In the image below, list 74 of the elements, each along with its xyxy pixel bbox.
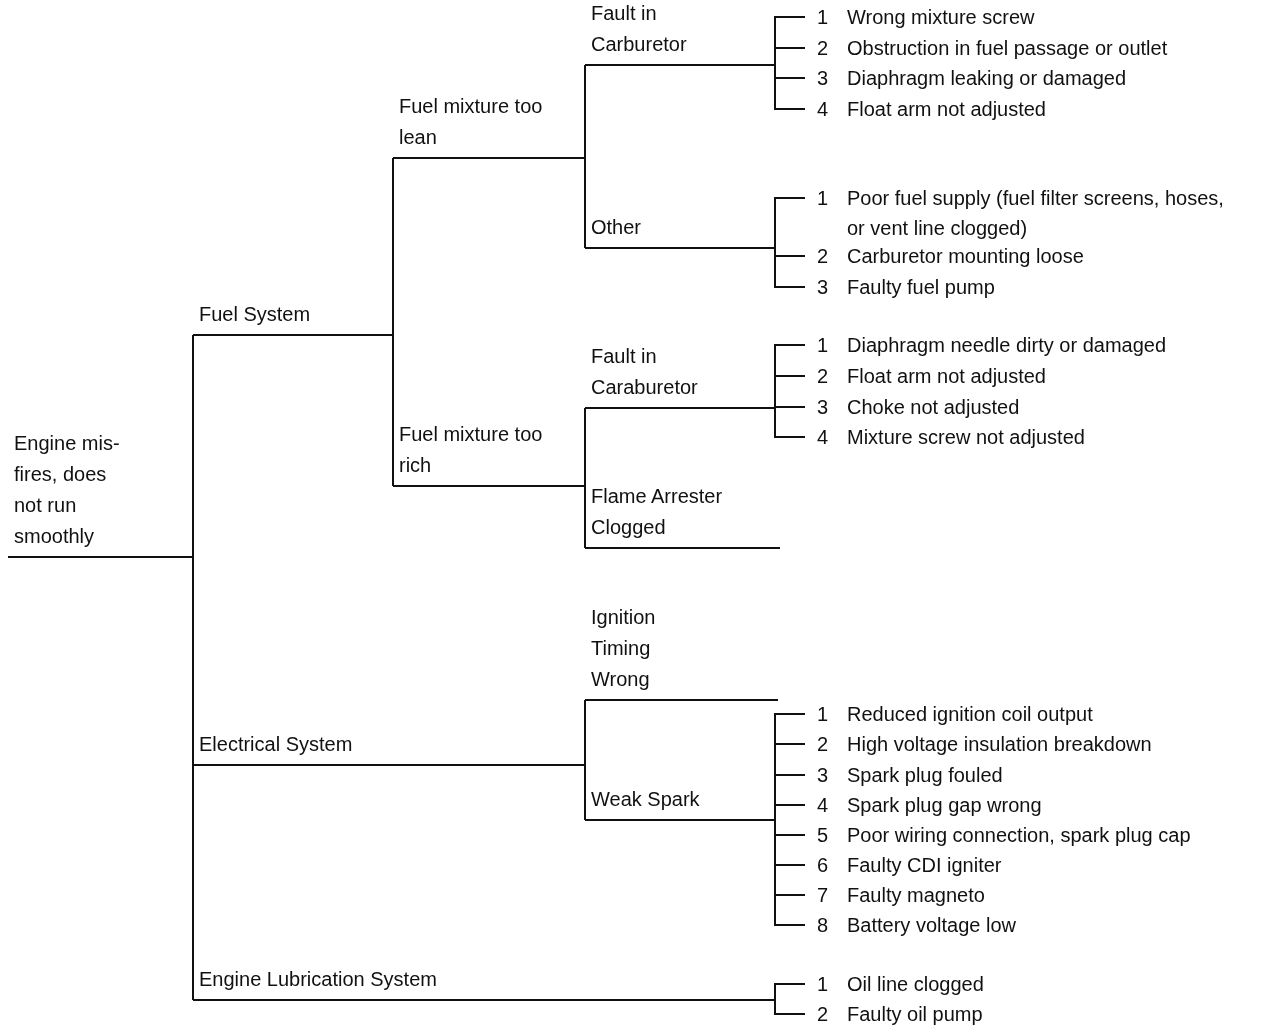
cause-text: Poor wiring connection, spark plug cap	[847, 823, 1192, 848]
branch-label: Weak Spark	[585, 784, 775, 821]
tree-connector	[774, 819, 806, 926]
item-number: 2	[816, 364, 830, 389]
item-number: 1	[816, 186, 830, 211]
branch-label: Electrical System	[193, 729, 585, 766]
item-number: 4	[816, 97, 830, 122]
tree-connector	[584, 485, 586, 549]
cause-text: Poor fuel supply (fuel filter screens, hoses, or vent line clogged)	[847, 186, 1225, 241]
cause-text: Oil line clogged	[847, 972, 985, 997]
item-number: 3	[816, 275, 830, 300]
cause-text: Diaphragm leaking or damaged	[847, 66, 1128, 91]
cause-text: Wrong mixture screw	[847, 5, 1036, 30]
item-number: 4	[816, 425, 830, 450]
tree-connector	[392, 334, 394, 487]
item-number: 3	[816, 395, 830, 420]
cause-text: Faulty CDI igniter	[847, 853, 1003, 878]
item-number: 2	[816, 1002, 830, 1026]
tree-connector	[584, 64, 586, 159]
tree-connector	[584, 764, 586, 821]
cause-text: Reduced ignition coil output	[847, 702, 1094, 727]
tree-connector	[392, 157, 394, 336]
tree-connector	[584, 407, 586, 487]
item-number: 1	[816, 702, 830, 727]
branch-label: Fuel mixture too rich	[393, 419, 585, 487]
item-number: 2	[816, 36, 830, 61]
tree-connector	[774, 804, 806, 821]
tree-connector	[774, 407, 806, 438]
branch-label: Flame Arrester Clogged	[585, 481, 780, 549]
branch-label: Fault in Carburetor	[585, 0, 775, 66]
item-number: 1	[816, 972, 830, 997]
tree-connector	[774, 983, 806, 1001]
tree-connector	[774, 406, 806, 409]
cause-text: Battery voltage low	[847, 913, 1017, 938]
item-number: 3	[816, 763, 830, 788]
tree-connector	[774, 247, 806, 288]
cause-text: Mixture screw not adjusted	[847, 425, 1086, 450]
item-number: 3	[816, 66, 830, 91]
item-number: 7	[816, 883, 830, 908]
branch-label: Engine Lubrication System	[193, 964, 775, 1001]
item-number: 6	[816, 853, 830, 878]
tree-connector	[584, 699, 586, 766]
cause-text: Float arm not adjusted	[847, 97, 1047, 122]
branch-label: Fuel System	[193, 299, 393, 336]
item-number: 1	[816, 333, 830, 358]
tree-connector	[774, 64, 806, 110]
item-number: 1	[816, 5, 830, 30]
tree-connector	[192, 334, 194, 558]
branch-label: Fault in Caraburetor	[585, 341, 775, 409]
tree-connector	[584, 157, 586, 249]
cause-text: High voltage insulation breakdown	[847, 732, 1153, 757]
tree-connector	[774, 375, 806, 409]
branch-label: Other	[585, 212, 775, 249]
item-number: 5	[816, 823, 830, 848]
branch-label: Engine mis-fires, does not run smoothly	[8, 428, 193, 558]
cause-text: Choke not adjusted	[847, 395, 1021, 420]
item-number: 2	[816, 244, 830, 269]
tree-connector	[774, 197, 806, 249]
cause-text: Faulty fuel pump	[847, 275, 996, 300]
cause-text: Float arm not adjusted	[847, 364, 1047, 389]
cause-text: Obstruction in fuel passage or outlet	[847, 36, 1169, 61]
cause-text: Diaphragm needle dirty or damaged	[847, 333, 1168, 358]
tree-connector	[774, 999, 806, 1015]
cause-text: Carburetor mounting loose	[847, 244, 1085, 269]
item-number: 8	[816, 913, 830, 938]
cause-text: Faulty magneto	[847, 883, 986, 908]
cause-text: Faulty oil pump	[847, 1002, 984, 1026]
item-number: 4	[816, 793, 830, 818]
item-number: 2	[816, 732, 830, 757]
branch-label: Ignition Timing Wrong	[585, 602, 778, 701]
branch-label: Fuel mixture too lean	[393, 91, 585, 159]
cause-text: Spark plug gap wrong	[847, 793, 1043, 818]
cause-text: Spark plug fouled	[847, 763, 1004, 788]
tree-connector	[774, 47, 806, 66]
